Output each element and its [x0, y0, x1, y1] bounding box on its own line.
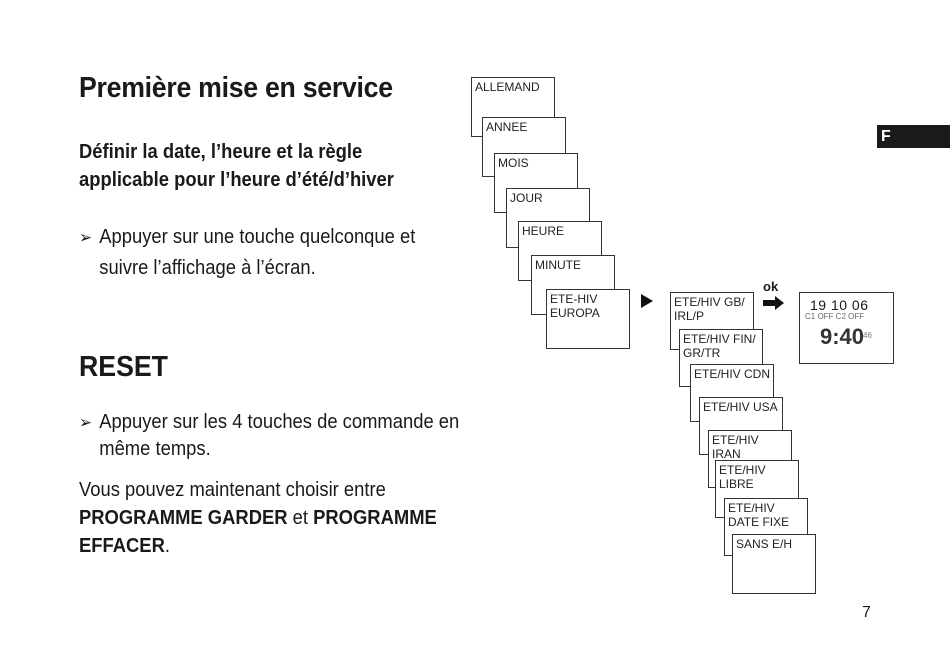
menu-box-label: MINUTE: [535, 258, 581, 272]
menu-box-label: JOUR: [510, 191, 543, 205]
bullet-arrow-icon: ➢: [79, 228, 93, 247]
page-number: 7: [862, 604, 871, 621]
paragraph-text: Vous pouvez maintenant choisir entre: [79, 479, 386, 501]
menu-box-label: LIBRE: [719, 477, 754, 491]
section-subtitle: Définir la date, l’heure et la règle app…: [79, 141, 394, 191]
menu-box-label: IRL/P: [674, 309, 705, 323]
menu-box-label: SANS E/H: [736, 537, 793, 551]
menu-box-label: ETE/HIV GB/: [674, 295, 745, 309]
menu-box-label: DATE FIXE: [728, 515, 790, 529]
menu-box-label: ALLEMAND: [475, 80, 540, 94]
menu-box-label: HEURE: [522, 224, 565, 238]
language-tab: F: [877, 125, 950, 148]
menu-box-label: MOIS: [498, 156, 529, 170]
menu-box-label: ETE/HIV IRAN: [712, 433, 759, 461]
lcd-date: 19 10 06: [810, 297, 869, 313]
bullet-line: Appuyer sur les 4 touches de commande en: [99, 411, 460, 433]
menu-box-label: ETE/HIV CDN: [694, 367, 771, 381]
bullet-line: même temps.: [99, 438, 211, 460]
dst-menu-box: SANS E/H: [732, 534, 816, 594]
lcd-channel-status: C1 OFF C2 OFF: [805, 312, 865, 321]
menu-box-label: ETE/HIV USA: [703, 400, 778, 414]
paragraph-text: .: [164, 535, 170, 557]
play-arrow-icon: [641, 294, 653, 308]
menu-box-label: ETE/HIV FIN/: [683, 332, 756, 346]
program-clear-label: PROGRAMME EFFACER: [79, 507, 437, 557]
instruction-bullet-reset: ➢ Appuyer sur les 4 touches de commande e…: [79, 409, 459, 463]
menu-box-label: ETE/HIV: [728, 501, 775, 515]
menu-box-label: ETE-HIV: [550, 292, 598, 306]
program-choice-paragraph: Vous pouvez maintenant choisir entre PRO…: [79, 476, 511, 560]
bullet-arrow-icon: ➢: [79, 413, 93, 432]
reset-heading: RESET: [79, 351, 168, 383]
lcd-seconds: 46: [863, 331, 872, 340]
bullet-line: suivre l’affichage à l’écran.: [99, 257, 316, 279]
menu-box-label: GR/TR: [683, 346, 721, 360]
program-keep-label: PROGRAMME GARDER: [79, 507, 288, 529]
right-arrow-icon: [763, 296, 784, 310]
lcd-time: 9:40: [820, 324, 865, 349]
menu-box-label: EUROPA: [550, 306, 600, 320]
paragraph-text: et: [287, 507, 314, 529]
bullet-line: Appuyer sur une touche quelconque et: [99, 226, 416, 248]
menu-box-label: ETE/HIV: [719, 463, 766, 477]
lcd-display: 19 10 06 C1 OFF C2 OFF 9:40 46: [799, 292, 894, 364]
ok-label: ok: [763, 279, 779, 294]
instruction-bullet-start: ➢ Appuyer sur une touche quelconque et su…: [79, 222, 415, 284]
menu-box-label: ANNEE: [486, 120, 528, 134]
page-title: Première mise en service: [79, 72, 393, 104]
